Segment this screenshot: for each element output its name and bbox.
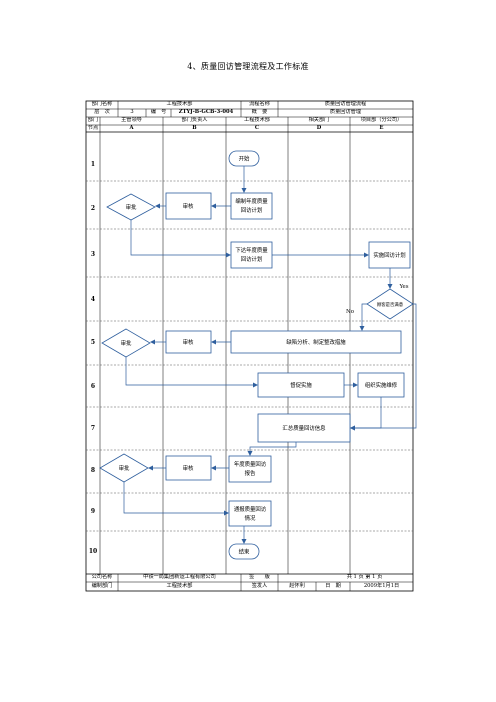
level-value: 3	[130, 109, 134, 116]
col-c-letter: C	[254, 125, 260, 131]
reviewer-label: 签发人	[251, 582, 268, 589]
lane-number: 4	[90, 296, 96, 303]
yes-label: Yes	[398, 284, 408, 290]
review-label-5: 审核	[183, 338, 194, 346]
lane-number: 1	[90, 161, 96, 168]
satisfied-label: 顾客是否满意	[377, 301, 404, 308]
lane-number: 8	[90, 467, 96, 474]
reviewer-value: 赵怀利	[289, 582, 305, 589]
lane-number: 7	[90, 425, 96, 432]
review-label-8: 审核	[183, 464, 194, 472]
notify-box	[228, 500, 272, 527]
page-title: 4、质量回访管理流程及工作标准	[187, 62, 309, 71]
col-e-letter: E	[379, 125, 384, 131]
approve-label-5: 审批	[121, 339, 132, 347]
start-label: 开始	[239, 155, 250, 163]
prepared-dept-label: 编制部门	[91, 582, 113, 589]
date-value: 2009年1月1日	[363, 582, 400, 589]
report-label-line2: 报告	[245, 469, 256, 477]
col-a-dept: 主管领导	[121, 117, 142, 124]
summary-box	[257, 413, 351, 443]
review-label-2: 审核	[183, 202, 194, 210]
lane-number: 2	[90, 205, 96, 212]
plan-label-line2: 回访计划	[241, 206, 263, 214]
process-table: 开始 审批 审核 编制年度质量 回访计划 下达年度质量 回访计划 实施回访计划 …	[85, 100, 417, 592]
dept-name-value: 工程技术部	[166, 101, 193, 108]
col-d-dept: 相关部门	[308, 117, 330, 124]
sign-label: 签 版	[249, 574, 270, 581]
lane-number: 10	[88, 548, 98, 555]
prepared-dept-value: 工程技术部	[166, 582, 193, 589]
review-box-2	[165, 192, 212, 220]
lane-number: 5	[90, 339, 96, 346]
issue-label-line1: 下达年度质量	[235, 246, 268, 254]
end-terminal	[228, 543, 260, 560]
repair-box	[357, 372, 405, 398]
company-value: 中铁一局集团新运工程有限公司	[143, 574, 216, 581]
summary-label: 概 要	[251, 109, 268, 116]
col-b-dept: 部门负责人	[181, 117, 208, 124]
summary-label: 汇总质量回访信息	[282, 424, 326, 432]
plan-label-line1: 编制年度质量	[235, 197, 268, 205]
supervise-label: 督促实施	[290, 381, 312, 389]
dept-col-label: 部门	[87, 117, 99, 124]
lane-number: 3	[90, 251, 96, 258]
level-label: 层 次	[94, 109, 110, 116]
issue-label-line2: 回访计划	[241, 255, 263, 263]
flow-connectors	[123, 166, 417, 544]
execute-plan-box	[368, 241, 411, 269]
col-a-letter: A	[129, 125, 134, 131]
end-label: 结束	[239, 548, 250, 556]
plan-box	[230, 192, 273, 220]
satisfied-diamond	[366, 288, 414, 320]
lane-number: 9	[90, 508, 96, 515]
node-col-label: 节点	[87, 125, 99, 131]
process-name-label: 流程名称	[249, 101, 270, 108]
company-label: 公司名称	[91, 574, 113, 581]
notify-label-line1: 通报质量回访	[234, 505, 267, 513]
execute-plan-label: 实施回访计划	[373, 251, 405, 259]
process-name-value: 质量回访管理流程	[324, 101, 367, 108]
issue-box	[230, 241, 273, 269]
report-box	[228, 455, 272, 483]
notify-label-line2: 情况	[245, 514, 256, 522]
approve-label-2: 审批	[126, 203, 137, 211]
col-d-letter: D	[316, 125, 322, 131]
report-label-line1: 年度质量回访	[234, 460, 267, 468]
col-e-dept: 项目部（分公司）	[360, 117, 403, 124]
table-grid: 开始 审批 审核 编制年度质量 回访计划 下达年度质量 回访计划 实施回访计划 …	[85, 100, 417, 592]
page-info: 共 1 页 第 1 页	[346, 574, 383, 581]
summary-value: 质量回访管理	[329, 109, 362, 116]
lane-number: 6	[90, 383, 96, 390]
review-box-8	[165, 455, 212, 481]
repair-label: 组织实施维修	[365, 381, 398, 389]
col-c-dept: 工程技术部	[244, 117, 270, 124]
code-value: ZTYJ-B-GCB-3-004	[178, 109, 234, 116]
approve-label-8: 审批	[119, 464, 130, 472]
analysis-label: 缺陷分析、制定整改措施	[286, 338, 346, 346]
col-b-letter: B	[192, 125, 197, 131]
dept-name-label: 部门名称	[91, 101, 113, 108]
code-label: 编 号	[150, 109, 167, 116]
no-label: No	[346, 309, 354, 315]
date-label: 日 期	[325, 582, 341, 589]
